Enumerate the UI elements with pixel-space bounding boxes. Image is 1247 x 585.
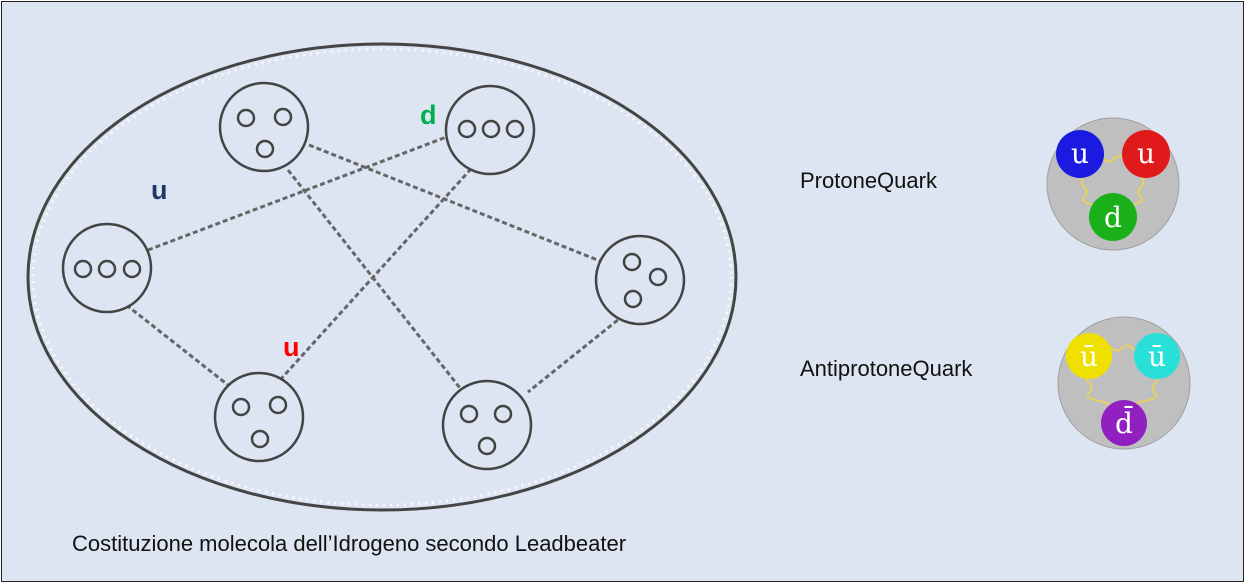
atom-right <box>594 234 686 326</box>
label-d-green: d <box>420 100 437 130</box>
quark-u-red-text: u <box>1137 137 1155 170</box>
label-u-blue: u <box>151 175 168 205</box>
diagram-caption: Costituzione molecola dell’Idrogeno seco… <box>72 531 627 556</box>
antiquark-u-yellow <box>1066 333 1112 379</box>
quark-u-red <box>1122 130 1170 178</box>
quark-d-green-text: d <box>1104 201 1122 234</box>
atom-bottom-left <box>213 371 305 463</box>
quark-u-blue-text: u <box>1071 137 1089 170</box>
antiquark-u-cyan-text: ū <box>1148 340 1166 373</box>
proton-quark-badge: u u d <box>1046 117 1180 251</box>
antiproton-label: AntiprotoneQuark <box>800 356 973 381</box>
antiquark-u-cyan <box>1134 333 1180 379</box>
molecule-outline <box>26 42 738 512</box>
antiquark-d-purple-text: d̄ <box>1115 405 1133 440</box>
quark-d-green <box>1089 193 1137 241</box>
antiproton-quark-badge: ū ū d̄ <box>1057 316 1191 450</box>
atom-bottom-right <box>441 379 533 471</box>
antiquark-u-yellow-text: ū <box>1080 340 1098 373</box>
bond-lines <box>119 131 625 394</box>
quark-u-blue <box>1056 130 1104 178</box>
label-u-red: u <box>283 332 300 362</box>
antiquark-d-purple <box>1101 400 1147 446</box>
atom-top-right <box>444 84 536 176</box>
atom-top-left <box>218 81 310 173</box>
atom-left <box>61 222 153 314</box>
proton-label: ProtoneQuark <box>800 168 937 193</box>
